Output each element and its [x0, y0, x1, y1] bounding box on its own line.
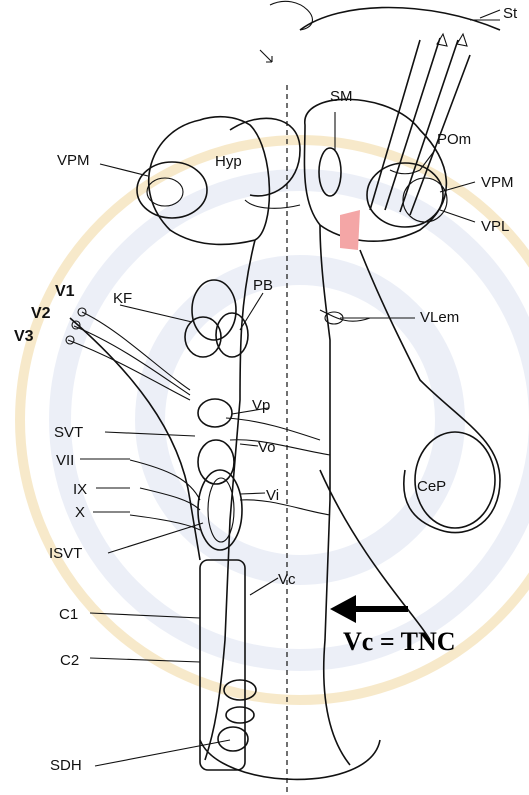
- label-v3: V3: [14, 328, 34, 345]
- vc-arrow-icon: [330, 595, 408, 623]
- label-pom: POm: [437, 131, 471, 148]
- label-pb: PB: [253, 277, 273, 294]
- label-ix: IX: [73, 481, 87, 498]
- label-vi: Vi: [266, 487, 279, 504]
- label-cep: CeP: [417, 478, 446, 495]
- label-x: X: [75, 504, 85, 521]
- label-vc: Vc: [278, 571, 296, 588]
- label-vo: Vo: [258, 439, 276, 456]
- label-vpl: VPL: [481, 218, 509, 235]
- label-svt: SVT: [54, 424, 83, 441]
- label-sdh: SDH: [50, 757, 82, 774]
- label-c1: C1: [59, 606, 78, 623]
- label-vii: VII: [56, 452, 74, 469]
- label-vlem: VLem: [420, 309, 459, 326]
- label-hyp: Hyp: [215, 153, 242, 170]
- label-st: St: [503, 5, 518, 22]
- highlight-region: [340, 210, 360, 250]
- label-kf: KF: [113, 290, 132, 307]
- label-isvt: ISVT: [49, 545, 82, 562]
- label-v1: V1: [55, 283, 75, 300]
- label-vpm-right: VPM: [481, 174, 514, 191]
- annotation-vc-tnc: Vc = TNC: [343, 627, 456, 656]
- label-vp: Vp: [252, 397, 270, 414]
- arrow-top-icon: [260, 50, 272, 62]
- label-v2: V2: [31, 305, 51, 322]
- label-c2: C2: [60, 652, 79, 669]
- watermark-seal: [20, 140, 529, 700]
- label-vpm-left: VPM: [57, 152, 90, 169]
- label-sm: SM: [330, 88, 353, 105]
